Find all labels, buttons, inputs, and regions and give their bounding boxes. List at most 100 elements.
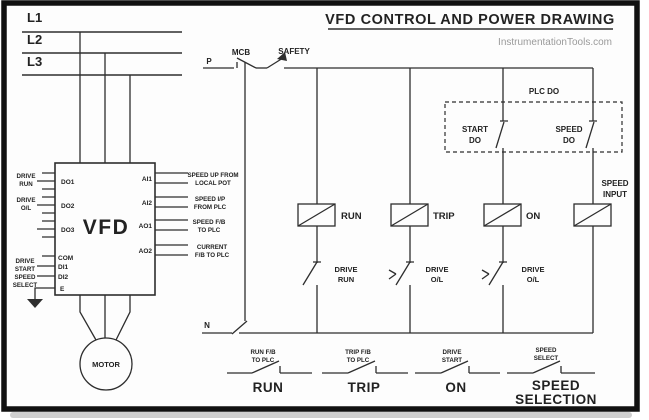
ai2-label-1: SPEED I/P [195,196,225,203]
start-do-contact [495,120,508,149]
ai1-label-1: SPEED UP FROM [187,172,238,179]
run-fb-contact [227,360,312,374]
pin-di2: DI2 [58,274,69,281]
speed-input-label-1: SPEED [601,179,628,188]
mcb-label: MCB [232,48,250,57]
ai1-label-2: LOCAL POT [195,180,231,187]
pin-ao2: AO2 [139,248,153,255]
pin-do1: DO1 [61,179,75,186]
trip-fb-label-1: TRIP F/B [345,349,371,356]
vfd-right-pin-stubs [155,172,188,256]
drive-run-label-2: RUN [19,181,33,188]
drive-ol-contact1-label-2: O/L [431,275,444,284]
vfd-left-pin-stubs [37,172,55,277]
on-coil [483,203,522,227]
speed-do-contact [585,120,597,149]
run-fb-label-2: TO PLC [252,357,275,364]
speed-select-label-2: SELECT [13,282,38,289]
header: VFD CONTROL AND POWER DRAWING Instrument… [325,12,615,48]
pin-do3: DO3 [61,227,75,234]
pin-do2: DO2 [61,203,75,210]
pin-di1: DI1 [58,264,69,271]
safety-label: SAFETY [278,47,310,56]
p-lead [203,62,238,69]
earth-ground-icon [27,299,43,308]
phase-bus-lines [22,31,182,76]
control-section: P MCB SAFETY N RUN DRIVE RUN TRIP DRIVE … [202,47,629,335]
on-coil-label: ON [526,211,540,222]
trip-coil-label: TRIP [433,211,455,222]
trip-fb-label-2: TO PLC [347,357,370,364]
plc-io-row: RUN F/B TO PLC RUN TRIP F/B TO PLC TRIP … [227,347,597,407]
drive-ol-contact2-label-2: O/L [527,275,540,284]
phase-l3-label: L3 [27,54,42,69]
motor-symbol [79,337,133,391]
drive-run-contact [302,261,321,286]
page-shadow [10,412,632,418]
speed-input-coil-diagonal [573,203,612,227]
ao2-label-1: CURRENT [197,244,227,251]
neutral-n-label: N [204,321,210,330]
pin-ai2: AI2 [142,200,153,207]
drive-start-contact [415,360,500,374]
motor-label: MOTOR [92,360,120,369]
speed-do-label-1: SPEED [555,125,582,134]
drive-ol-contact2-label-1: DRIVE [522,265,545,274]
trip-output-label: TRIP [348,380,381,395]
power-section: L1 L2 L3 VFD DO1 DO2 DO3 COM DI1 DI2 E D… [13,10,239,391]
safety-arrow-icon [277,52,287,61]
drawing-frame [1,0,640,412]
on-output-label: ON [445,380,466,395]
page-title: VFD CONTROL AND POWER DRAWING [325,12,615,28]
speed-input-coil [573,203,612,227]
trip-fb-contact [322,360,408,374]
run-fb-label-1: RUN F/B [250,349,276,356]
speed-select-contact [507,360,595,374]
phase-drop-lines [79,32,131,163]
speed-do-label-2: DO [563,136,575,145]
speed-input-label-2: INPUT [603,190,627,199]
pin-e: E [60,286,65,293]
speed-select-io-label-2: SELECT [534,355,559,362]
phase-l2-label: L2 [27,32,42,47]
drive-run-label-1: DRIVE [17,173,36,180]
speed-selection-output-label-1: SPEED [532,378,580,393]
pin-ai1: AI1 [142,176,153,183]
trip-coil-diagonal [390,203,429,227]
phase-l1-label: L1 [27,10,42,25]
earth-lead [34,287,55,299]
pin-com: COM [58,255,73,262]
watermark: InstrumentationTools.com [498,37,612,48]
speed-select-io-label-1: SPEED [536,347,558,354]
drive-ol-contact-1 [388,261,414,286]
drive-ol-label-1: DRIVE [17,197,36,204]
drive-ol-label-2: O/L [21,205,32,212]
trip-coil [390,203,429,227]
drive-start-label-2: START [15,266,35,273]
run-coil-diagonal [297,203,336,227]
drive-start-io-label-1: DRIVE [443,349,462,356]
run-output-label: RUN [253,380,284,395]
pin-ao1: AO1 [139,223,153,230]
run-coil-label: RUN [341,211,362,222]
ao1-label-1: SPEED F/B [193,219,226,226]
start-do-label-1: START [462,125,488,134]
plc-do-box [444,101,623,153]
speed-selection-output-label-2: SELECTION [515,392,597,407]
motor-feed-lines [79,295,131,341]
vfd-label: VFD [83,216,130,239]
run-coil [297,203,336,227]
mcb-switch [236,57,257,69]
drive-start-io-label-2: START [442,357,462,364]
ao1-label-2: TO PLC [198,227,221,234]
phase-p-label: P [206,57,212,66]
drive-ol-contact-2 [481,261,507,286]
drive-ol-contact1-label-1: DRIVE [426,265,449,274]
n-switch [231,320,248,335]
on-coil-diagonal [483,203,522,227]
plc-do-label: PLC DO [529,87,559,96]
drive-start-label-1: DRIVE [16,258,35,265]
drive-run-contact-label-2: RUN [338,275,354,284]
